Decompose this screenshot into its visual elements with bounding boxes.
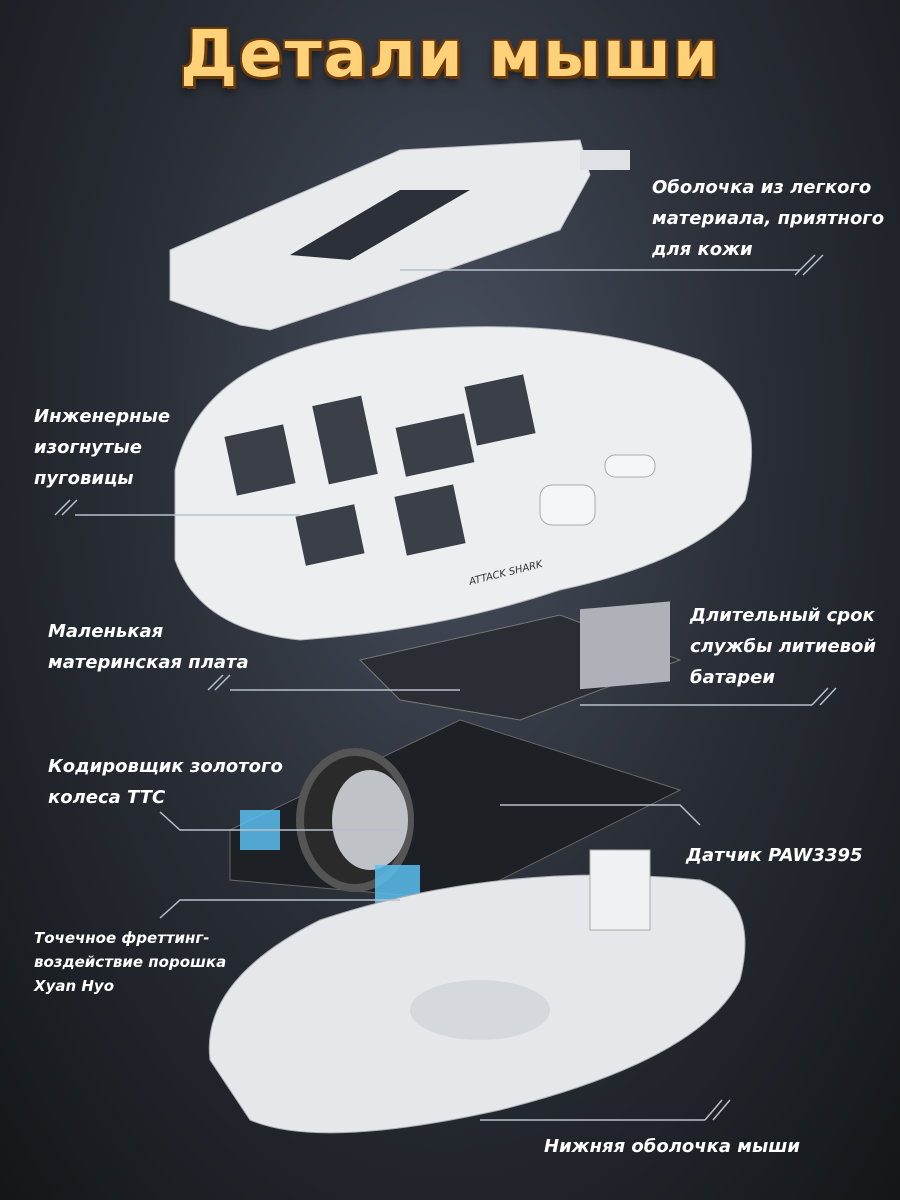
- label-sensor: Датчик PAW3395: [686, 845, 863, 866]
- leader-lines: [54, 254, 837, 1121]
- page-title: Детали мыши: [180, 18, 720, 92]
- label-buttons: Инженерные изогнутые пуговицы: [34, 406, 171, 489]
- scroll-wheel-encoder: [240, 748, 420, 905]
- label-motherboard: Маленькая материнская плата: [48, 621, 249, 673]
- top-shell-cover: [169, 139, 630, 331]
- label-powder: Точечное фреттинг- воздействие порошка X…: [34, 929, 227, 995]
- bottom-shell: [208, 849, 746, 1134]
- label-top-shell: Оболочка из легкого материала, приятного…: [652, 177, 885, 260]
- label-encoder: Кодировщик золотого колеса TTC: [48, 756, 283, 808]
- label-bottom-shell: Нижняя оболочка мыши: [544, 1136, 800, 1157]
- mouse-body-shell: ATTACK SHARK: [174, 326, 753, 641]
- label-battery: Длительный срок службы литиевой батареи: [690, 605, 877, 688]
